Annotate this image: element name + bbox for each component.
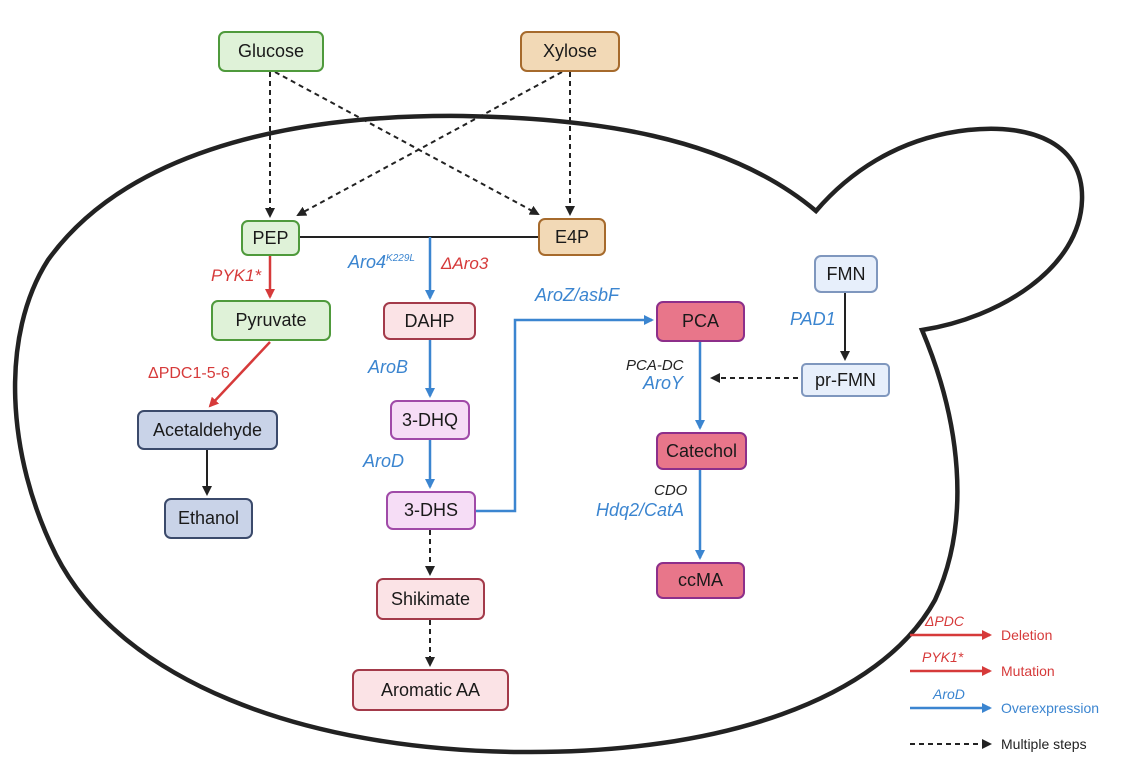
aro4-mutation-superscript: K229L <box>386 253 415 264</box>
catechol-node: Catechol <box>656 432 747 470</box>
pca-dc-label: PCA-DC <box>626 357 684 374</box>
glucose-to-e4p-arrow <box>274 71 540 215</box>
fmn-node: FMN <box>814 255 878 293</box>
dhs-node: 3-DHS <box>386 491 476 530</box>
xylose-to-pep-arrow <box>296 71 563 216</box>
pca-node: PCA <box>656 301 745 342</box>
aroy-label: AroY <box>643 373 684 393</box>
hdq2-label: Hdq2/CatA <box>596 500 685 520</box>
aro4-label-text: Aro4 <box>348 252 387 272</box>
legend-multiple-steps-text: Multiple steps <box>1001 736 1087 752</box>
pep-node: PEP <box>241 220 300 256</box>
aro4-label: Aro4K229L <box>348 252 415 273</box>
dahp-node: DAHP <box>383 302 476 340</box>
pad1-label: PAD1 <box>790 309 836 329</box>
aromatic-aa-node: Aromatic AA <box>352 669 509 711</box>
shikimate-node: Shikimate <box>376 578 485 620</box>
legend-mutation-label: PYK1* <box>922 649 964 665</box>
dhq-node: 3-DHQ <box>390 400 470 440</box>
acetaldehyde-node: Acetaldehyde <box>137 410 278 450</box>
glucose-node: Glucose <box>218 31 324 72</box>
xylose-node: Xylose <box>520 31 620 72</box>
legend-deletion-text: Deletion <box>1001 627 1053 643</box>
ethanol-node: Ethanol <box>164 498 253 539</box>
legend-overexpression-text: Overexpression <box>1001 700 1100 716</box>
legend-mutation-text: Mutation <box>1001 663 1055 679</box>
arob-label: AroB <box>368 357 409 377</box>
ccma-node: ccMA <box>656 562 745 599</box>
pr-fmn-node: pr-FMN <box>801 363 890 397</box>
pyk1-label: PYK1* <box>211 266 262 285</box>
cell-outline <box>12 113 1085 755</box>
cdo-label: CDO <box>654 482 688 499</box>
pdc-label: ΔPDC1-5-6 <box>148 365 230 382</box>
dhs-to-pca-arrow <box>476 315 654 513</box>
aro3-label: ΔAro3 <box>441 254 489 273</box>
legend-deletion-label: ΔPDC <box>925 613 964 629</box>
legend-overexpression-label: AroD <box>933 686 965 702</box>
aroz-label: AroZ/asbF <box>535 285 620 305</box>
e4p-node: E4P <box>538 218 606 256</box>
pyruvate-to-acetaldehyde-arrow <box>208 341 271 408</box>
arod-label: AroD <box>363 451 405 471</box>
pyruvate-node: Pyruvate <box>211 300 331 341</box>
